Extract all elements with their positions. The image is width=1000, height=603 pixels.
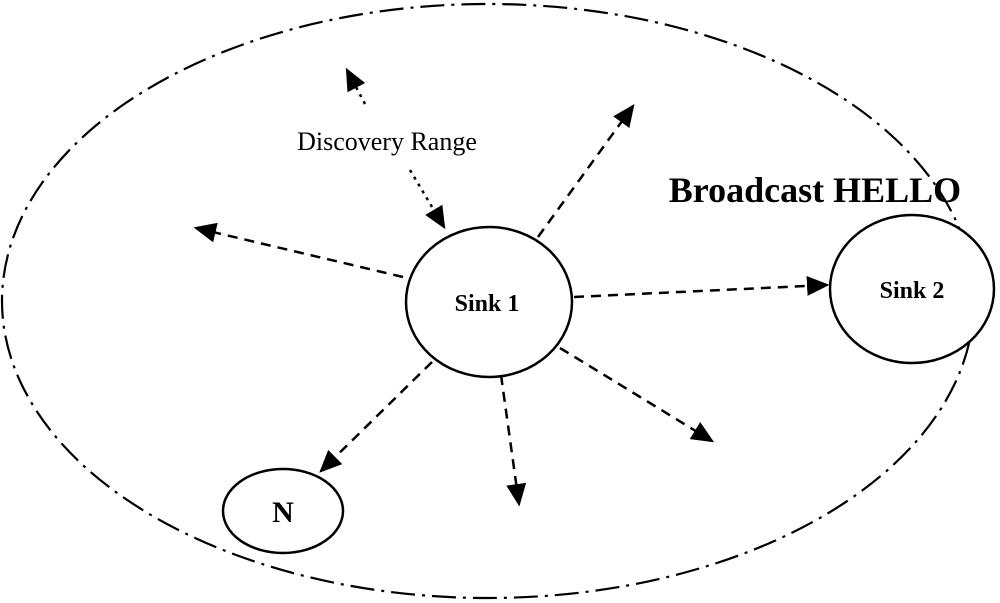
broadcast-arrow-down bbox=[499, 374, 527, 507]
sink-1-label: Sink 1 bbox=[455, 291, 520, 317]
broadcast-arrow-left bbox=[193, 222, 404, 279]
sink-2-node bbox=[828, 213, 996, 365]
broadcast-arrow-down-right bbox=[559, 346, 715, 443]
broadcast-hello-label: Broadcast HELLO bbox=[669, 170, 961, 210]
node-n bbox=[221, 467, 345, 555]
sink-2-label: Sink 2 bbox=[880, 278, 945, 304]
sink-1-node bbox=[404, 225, 574, 379]
discovery-range-label: Discovery Range bbox=[297, 127, 477, 156]
range-pointer-down bbox=[408, 169, 446, 230]
broadcast-arrow-to-n bbox=[319, 361, 433, 473]
range-pointer-up bbox=[345, 67, 367, 105]
node-n-label: N bbox=[272, 496, 294, 529]
broadcast-arrow-up-right bbox=[536, 103, 635, 238]
broadcast-arrow-to-sink2 bbox=[573, 275, 830, 299]
